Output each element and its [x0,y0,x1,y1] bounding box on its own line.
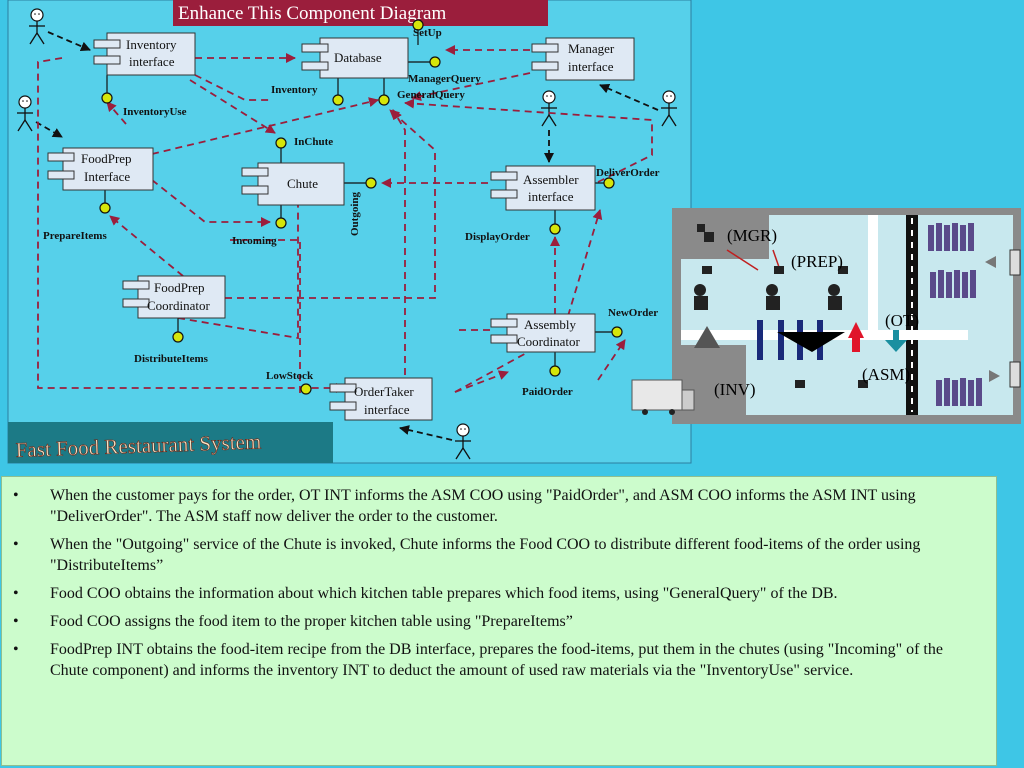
area-label-prep: (PREP) [791,252,843,271]
component-label: interface [568,59,614,74]
dependency-lines [37,45,653,393]
notes-list: When the customer pays for the order, OT… [2,477,996,681]
note-item: Food COO obtains the information about w… [13,583,970,604]
component-assembly-coordinator: Assembly Coordinator [490,313,596,353]
interface-label: PaidOrder [522,386,573,398]
component-database: Database [301,37,409,79]
note-item: When the "Outgoing" service of the Chute… [13,534,970,576]
interface-label: LowStock [266,370,314,382]
interface-label: DisplayOrder [465,231,530,243]
component-label: Manager [568,41,615,56]
note-item: When the customer pays for the order, OT… [13,485,970,527]
area-label-inv: (INV) [714,380,756,399]
interface-label: Outgoing [349,191,361,236]
slide-title: Enhance This Component Diagram [178,3,446,24]
interface-label: NewOrder [608,307,658,319]
note-item: FoodPrep INT obtains the food-item recip… [13,639,970,681]
restaurant-floorplan: (MGR) (PREP) (OT) (ASM) (INV) [631,208,1021,424]
component-label: interface [364,402,410,417]
notes-panel: When the customer pays for the order, OT… [1,476,997,766]
interface-ball-icon [378,94,390,106]
component-label: Assembly [524,317,577,332]
component-chute: Chute [241,162,345,206]
interface-ball-icon [275,217,287,229]
component-label: interface [528,189,574,204]
component-label: Assembler [523,172,579,187]
note-item: Food COO assigns the food item to the pr… [13,611,970,632]
interface-ball-icon [412,19,424,31]
interface-ball-icon [603,177,615,189]
component-label: Inventory [126,37,177,52]
interface-ball-icon [275,137,287,149]
interface-label: ManagerQuery [408,73,481,85]
component-foodprep-coordinator: FoodPrep Coordinator [122,275,226,319]
interface-label: PrepareItems [43,230,107,242]
component-manager-interface: Manager interface [531,37,635,81]
interface-balls [99,19,623,395]
interface-ball-icon [429,56,441,68]
component-inventory-interface: Inventory interface [93,32,196,76]
interface-label: DistributeItems [134,353,209,365]
component-label: FoodPrep [81,151,132,166]
interface-ball-icon [332,94,344,106]
interface-ball-icon [99,202,111,214]
actor-links [35,31,659,441]
system-title-banner [8,422,333,463]
component-label: Coordinator [147,298,210,313]
interface-label: GeneralQuery [397,89,465,101]
interface-label: SetUp [413,27,442,39]
interface-ball-icon [365,177,377,189]
area-label-asm: (ASM) [862,365,910,384]
component-label: Interface [84,169,130,184]
component-label: Coordinator [517,334,580,349]
component-label: OrderTaker [354,384,414,399]
component-label: Database [334,50,382,65]
interface-ball-icon [172,331,184,343]
interface-label: InChute [294,136,333,148]
interface-label: DeliverOrder [596,167,660,179]
area-label-ot: (OT) [885,311,919,330]
component-foodprep-interface: FoodPrep Interface [47,147,154,191]
interface-ball-icon [549,365,561,377]
interface-ball-icon [300,383,312,395]
area-label-mgr: (MGR) [727,226,777,245]
interface-label: Incoming [232,235,277,247]
component-ordertaker-interface: OrderTaker interface [329,377,433,421]
interface-ball-icon [611,326,623,338]
interface-ball-icon [101,92,113,104]
interface-label: Inventory [271,84,318,96]
interface-label: InventoryUse [123,106,187,118]
component-label: interface [129,54,175,69]
component-label: Chute [287,176,318,191]
interface-ball-icon [549,223,561,235]
title-bar [173,0,548,26]
component-assembler-interface: Assembler interface [490,165,596,211]
component-label: FoodPrep [154,280,205,295]
